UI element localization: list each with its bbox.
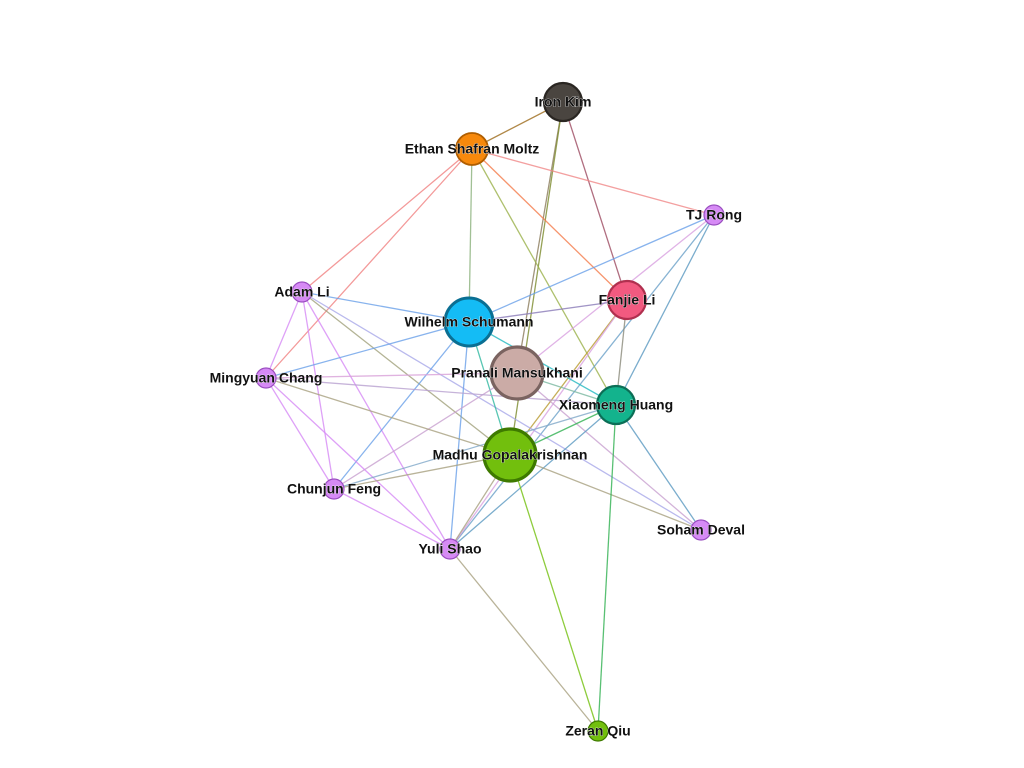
edge-mingyuan-xiaomeng: [265, 377, 617, 406]
node-ethan[interactable]: [455, 132, 489, 166]
edge-ethan-xiaomeng: [471, 148, 617, 406]
node-label-iron: Iron Kim: [535, 94, 592, 110]
edge-adam-mingyuan: [265, 291, 303, 379]
node-label-wilhelm: Wilhelm Schumann: [404, 314, 533, 330]
edge-fanjie-yuli: [449, 299, 628, 550]
node-label-yuli: Yuli Shao: [418, 541, 481, 557]
node-wilhelm[interactable]: [443, 296, 495, 348]
node-label-zeran: Zeran Qiu: [565, 723, 630, 739]
edge-adam-wilhelm: [301, 291, 470, 323]
edge-fanjie-wilhelm: [468, 299, 628, 323]
edge-madhu-soham: [509, 454, 702, 531]
edge-wilhelm-yuli: [449, 321, 470, 550]
node-soham[interactable]: [690, 519, 712, 541]
node-label-fanjie: Fanjie Li: [599, 292, 656, 308]
node-label-mingyuan: Mingyuan Chang: [210, 370, 323, 386]
node-label-xiaomeng: Xiaomeng Huang: [559, 397, 673, 413]
node-fanjie[interactable]: [606, 279, 648, 321]
edge-tj-yuli: [449, 214, 715, 550]
node-layer: [255, 81, 725, 742]
edge-adam-chunjun: [301, 291, 335, 490]
node-adam[interactable]: [291, 281, 313, 303]
edge-tj-wilhelm: [468, 214, 715, 323]
node-tj[interactable]: [703, 204, 725, 226]
node-zeran[interactable]: [587, 720, 609, 742]
edge-yuli-xiaomeng: [449, 404, 617, 550]
edge-chunjun-yuli: [333, 488, 451, 550]
node-label-adam: Adam Li: [274, 284, 329, 300]
edge-xiaomeng-soham: [615, 404, 702, 531]
node-xiaomeng[interactable]: [595, 384, 637, 426]
edge-chunjun-madhu: [333, 454, 511, 490]
edge-layer: [265, 101, 715, 732]
node-pranali[interactable]: [489, 345, 545, 401]
edge-ethan-fanjie: [471, 148, 628, 301]
edge-pranali-mingyuan: [265, 372, 518, 379]
edge-ethan-adam: [301, 148, 473, 293]
edge-mingyuan-chunjun: [265, 377, 335, 490]
edge-ethan-tj: [471, 148, 715, 216]
node-label-madhu: Madhu Gopalakrishnan: [433, 447, 588, 463]
edge-xiaomeng-tj: [615, 214, 715, 406]
node-yuli[interactable]: [439, 538, 461, 560]
edge-yuli-zeran: [449, 548, 599, 732]
edge-adam-yuli: [301, 291, 451, 550]
edge-mingyuan-madhu: [265, 377, 511, 456]
edge-mingyuan-yuli: [265, 377, 451, 550]
node-iron[interactable]: [542, 81, 584, 123]
edge-ethan-mingyuan: [265, 148, 473, 379]
edge-wilhelm-mingyuan: [265, 321, 470, 379]
edge-madhu-zeran: [509, 454, 599, 732]
edge-adam-madhu: [301, 291, 511, 456]
node-label-soham: Soham Deval: [657, 522, 745, 538]
edge-wilhelm-chunjun: [333, 321, 470, 490]
node-mingyuan[interactable]: [255, 367, 277, 389]
edge-xiaomeng-zeran: [597, 404, 617, 732]
edge-ethan-wilhelm: [468, 148, 473, 323]
edge-adam-soham: [301, 291, 702, 531]
node-label-pranali: Pranali Mansukhani: [451, 365, 582, 381]
node-label-tj: TJ Rong: [686, 207, 742, 223]
edge-iron-pranali: [516, 101, 564, 374]
node-label-chunjun: Chunjun Feng: [287, 481, 381, 497]
node-label-ethan: Ethan Shafran Moltz: [405, 141, 540, 157]
node-madhu[interactable]: [482, 427, 538, 483]
node-chunjun[interactable]: [323, 478, 345, 500]
edge-chunjun-xiaomeng: [333, 404, 617, 490]
edge-iron-fanjie: [562, 101, 628, 301]
